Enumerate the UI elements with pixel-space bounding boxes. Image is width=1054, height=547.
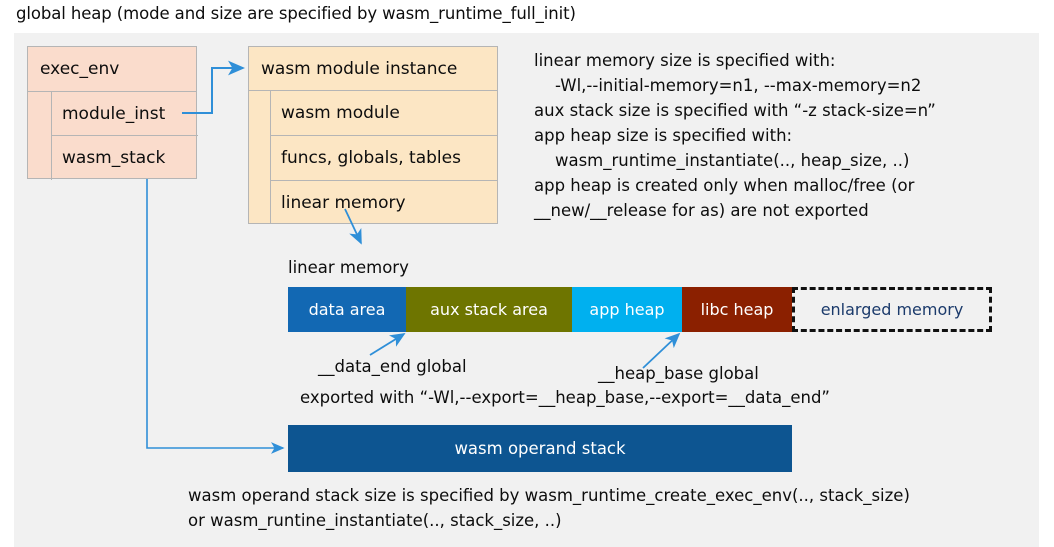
linear-memory-notes: linear memory size is specified with: -W… <box>534 51 936 220</box>
instance-row-wasm-module: wasm module <box>271 91 497 136</box>
note-exported-with: exported with “-Wl,--export=__heap_base,… <box>300 388 830 407</box>
page-title: global heap (mode and size are specified… <box>16 4 576 23</box>
linear-memory-caption: linear memory <box>288 258 409 277</box>
exec-env-header: exec_env <box>28 47 196 92</box>
segment-libc-heap: libc heap <box>682 287 792 332</box>
segment-app-heap: app heap <box>572 287 682 332</box>
exec-env-box: exec_env module_inst wasm_stack <box>27 46 198 180</box>
segment-aux-stack-area: aux stack area <box>406 287 572 332</box>
instance-row-funcs-globals-tables: funcs, globals, tables <box>271 136 497 181</box>
exec-env-row-wasm-stack: wasm_stack <box>62 148 166 168</box>
wasm-module-instance-header: wasm module instance <box>249 47 497 91</box>
wasm-operand-stack-box: wasm operand stack <box>288 425 792 472</box>
segment-enlarged-memory: enlarged memory <box>792 287 992 332</box>
exec-env-row-module-inst: module_inst <box>52 92 198 136</box>
instance-row-linear-memory: linear memory <box>281 192 406 213</box>
wasm-module-instance-box: wasm module instance wasm module funcs, … <box>248 46 498 224</box>
wasm-module-instance-indent-column <box>249 91 271 224</box>
segment-data-area: data area <box>288 287 406 332</box>
linear-memory-strip: data area aux stack area app heap libc h… <box>288 287 992 332</box>
note-data-end-global: __data_end global <box>318 357 467 376</box>
operand-stack-notes: wasm operand stack size is specified by … <box>188 486 910 530</box>
exec-env-indent-column <box>28 92 52 180</box>
note-heap-base-global: __heap_base global <box>598 364 759 383</box>
